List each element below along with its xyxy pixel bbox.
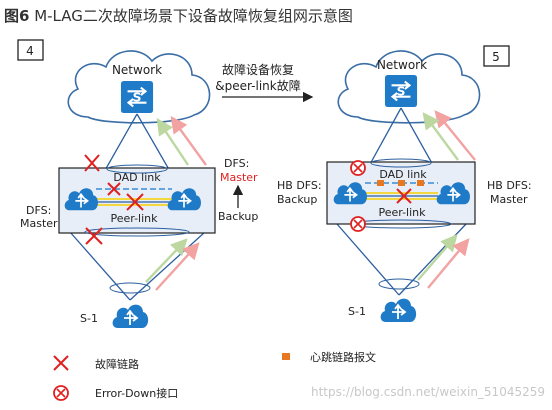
right-error-down-uplink-icon [350,160,366,176]
right-network-label: Network [377,58,427,72]
right-scenario: Network DAD link Peer-link [277,50,532,323]
left-network-switch-icon [120,80,154,114]
right-dfs-right-label: HB DFS: [487,179,532,192]
right-s1-device-icon [379,297,418,323]
transition-line2: &peer-link故障 [215,78,300,93]
left-dfs-right-role: Master [220,171,258,184]
left-network-label: Network [112,63,162,77]
legend-error-down-icon [53,385,69,401]
right-error-down-downlink-icon [350,216,366,232]
right-dfs-right-role: Master [490,193,528,206]
left-scenario: Network DAD link Peer-link DFS: [20,50,258,329]
figure-title: 图6 M-LAG二次故障场景下设备故障恢复组网示意图 [4,7,353,25]
legend-heartbeat-label: 心跳链路报文 [310,350,376,364]
heartbeat-packet-2-icon [398,180,405,186]
left-backup-label: Backup [218,210,258,223]
right-dad-label: DAD link [379,168,427,181]
left-step-box [17,39,44,61]
legend-error-down-label: Error-Down接口 [95,387,178,400]
heartbeat-packet-3-icon [417,180,424,186]
left-fault-downlink-icon [85,227,103,245]
transition-line1: 故障设备恢复 [222,62,294,77]
left-fault-uplink-icon [84,154,100,172]
right-step-label: 5 [492,50,500,64]
right-fault-peer-icon [396,188,412,204]
left-dfs-left-role: Master [20,217,58,230]
right-step-box [483,45,510,67]
left-s1-label: S-1 [80,312,98,325]
right-dfs-left-label: HB DFS: [277,179,322,192]
watermark: https://blog.csdn.net/weixin_51045259 [311,385,545,399]
legend: 故障链路 Error-Down接口 心跳链路报文 [53,350,376,401]
left-dad-label: DAD link [113,171,161,184]
left-dfs-left-label: DFS: [26,204,51,217]
right-s1-label: S-1 [348,305,366,318]
left-dfs-right-label: DFS: [224,157,249,170]
left-step-label: 4 [26,44,34,58]
left-fault-peer-icon [126,193,144,211]
left-s1-device-icon [111,303,150,329]
legend-fault-link-label: 故障链路 [95,357,139,371]
left-peer-label: Peer-link [110,212,158,225]
left-fault-dad-icon [107,182,121,196]
right-peer-label: Peer-link [378,206,426,219]
legend-fault-link-icon [53,355,69,371]
right-network-switch-icon [384,74,418,108]
right-dfs-left-role: Backup [277,193,317,206]
heartbeat-packet-1-icon [377,180,384,186]
legend-heartbeat-icon [282,353,290,360]
